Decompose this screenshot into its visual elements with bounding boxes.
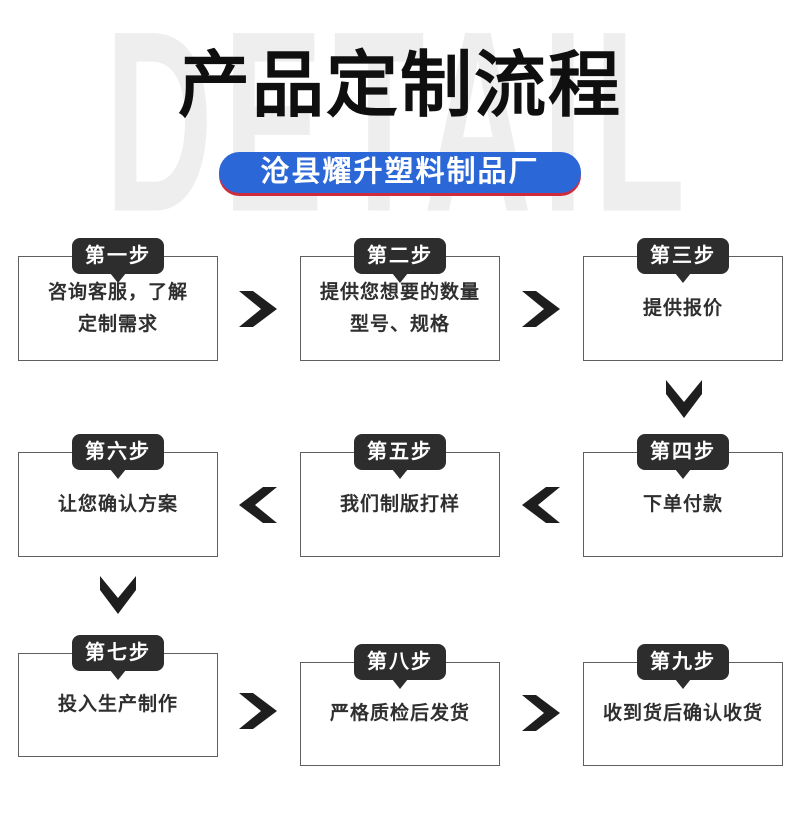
factory-name-badge: 沧县耀升塑料制品厂 [219,152,581,193]
step-badge-3: 第三步 [637,238,729,274]
step-description-3: 提供报价 [642,297,723,319]
step-badge-label: 第五步 [367,441,433,463]
step-description-5: 我们制版打样 [339,493,460,515]
factory-name-label: 沧县耀升塑料制品厂 [260,156,540,188]
step-badge-label: 第三步 [650,245,716,267]
step-description-9: 收到货后确认收货 [602,703,763,724]
step-badge-1: 第一步 [72,238,164,274]
chevron-right-icon [239,291,277,327]
step-badge-6: 第六步 [72,434,164,470]
step-badge-label: 第六步 [85,441,151,463]
step-badge-4: 第四步 [637,434,729,470]
step-box-1: 第一步 咨询客服，了解定制需求 [18,238,218,361]
chevron-right-icon [239,693,277,729]
step-description-7: 投入生产制作 [57,694,178,715]
step-box-6: 第六步 让您确认方案 [18,434,218,557]
step-badge-label: 第四步 [650,441,716,463]
step-badge-label: 第一步 [85,245,151,267]
step-box-5: 第五步 我们制版打样 [300,434,500,557]
step-badge-9: 第九步 [637,644,729,680]
step-badge-label: 第八步 [367,651,433,673]
step-badge-label: 第九步 [650,651,716,673]
step-badge-label: 第二步 [367,245,433,267]
step-box-9: 第九步 收到货后确认收货 [583,644,783,766]
detail-watermark-text: DETAIL [104,0,696,266]
step-description-1: 咨询客服，了解定制需求 [47,281,188,335]
chevron-left-icon [239,487,277,523]
chevron-right-icon [522,291,560,327]
step-badge-7: 第七步 [72,635,164,671]
page-title: 产品定制流程 [177,46,622,126]
step-box-7: 第七步 投入生产制作 [18,635,218,757]
step-badge-5: 第五步 [354,434,446,470]
step-description-6: 让您确认方案 [57,493,178,515]
step-box-3: 第三步 提供报价 [583,238,783,361]
chevron-left-icon [522,487,560,523]
step-badge-8: 第八步 [354,644,446,680]
step-box-2: 第二步 提供您想要的数量型号、规格 [300,238,500,361]
step-description-2: 提供您想要的数量型号、规格 [319,281,480,335]
chevron-down-icon [99,576,137,614]
step-box-8: 第八步 严格质检后发货 [300,644,500,766]
step-description-8: 严格质检后发货 [329,703,470,724]
chevron-right-icon [522,695,560,731]
step-description-4: 下单付款 [642,493,723,515]
step-badge-2: 第二步 [354,238,446,274]
chevron-down-icon [665,380,703,418]
step-box-4: 第四步 下单付款 [583,434,783,557]
step-badge-label: 第七步 [85,642,151,664]
